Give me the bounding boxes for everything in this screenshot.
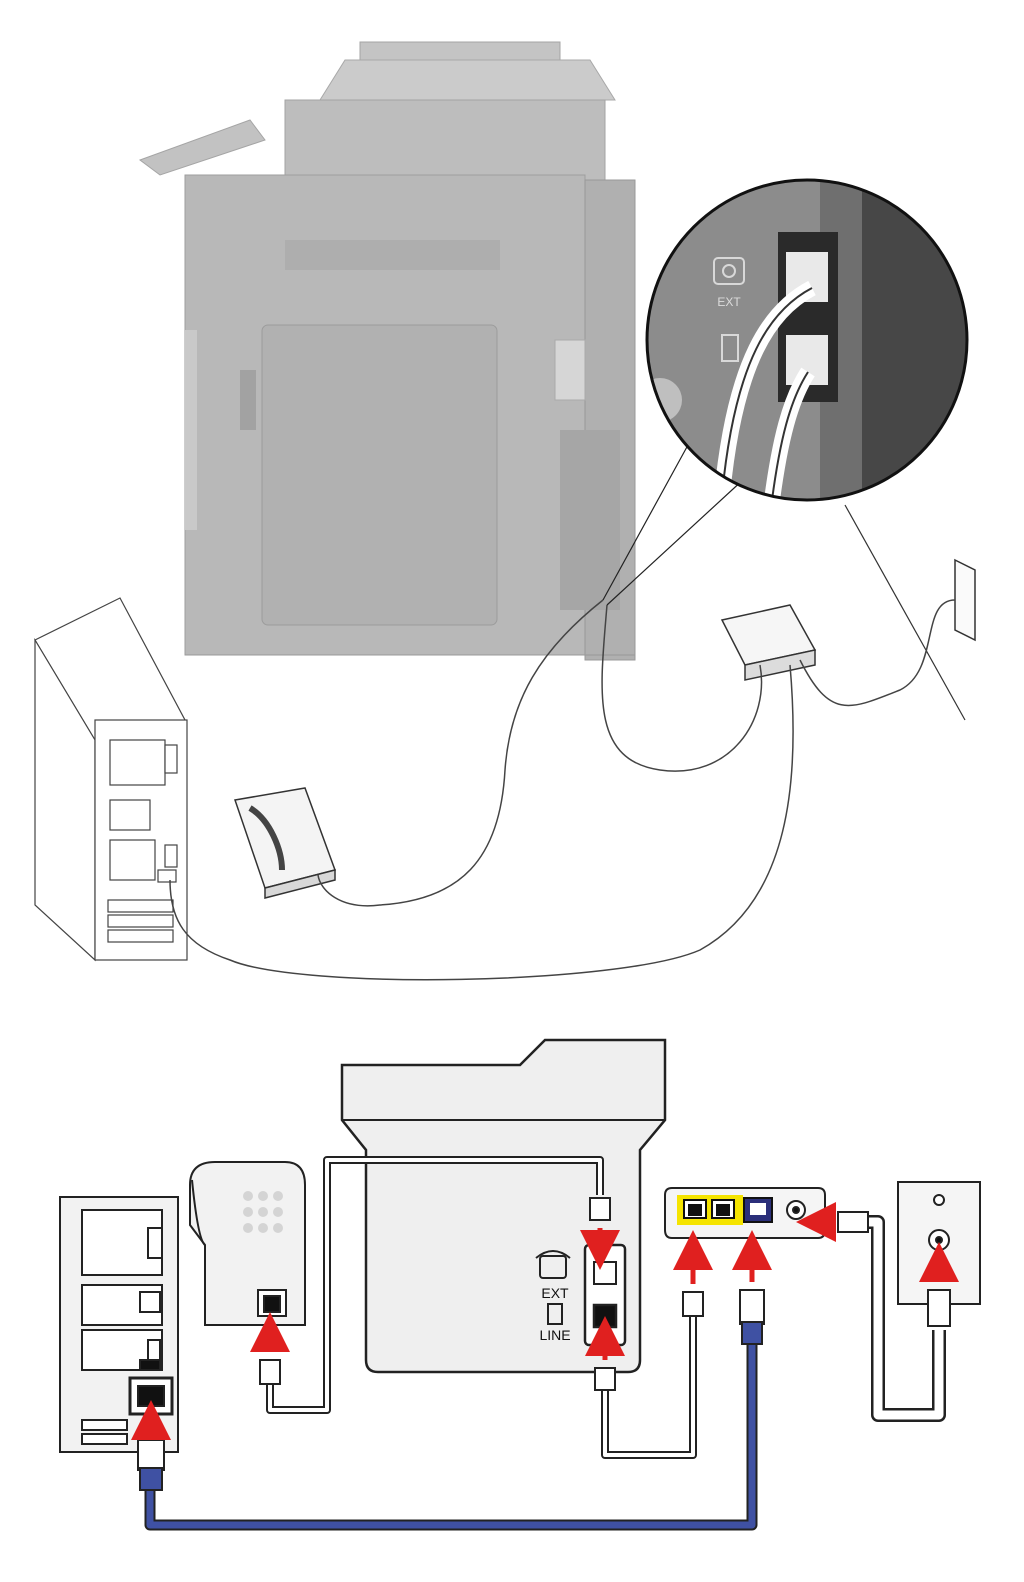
callout-line (606, 477, 746, 606)
top-illustration: EXT (34, 41, 976, 981)
arrow-icon (131, 1202, 959, 1440)
coax-connector-icon (837, 1211, 951, 1327)
cables (169, 599, 956, 981)
telephone-icon (535, 1250, 571, 1279)
phone-line-icon (721, 334, 739, 362)
inset-ext-label: EXT (717, 295, 741, 309)
port-inset: EXT (645, 178, 969, 502)
telephone-outline (189, 1161, 306, 1326)
line-splitter (720, 604, 817, 681)
keypad (243, 1191, 283, 1233)
bottom-ext-label: EXT (541, 1285, 569, 1301)
wall-edge (844, 504, 966, 721)
bottom-line-label: LINE (539, 1327, 570, 1343)
printer-mfp (138, 41, 636, 661)
bottom-diagram: EXT LINE (59, 1038, 981, 1531)
modem (664, 1187, 826, 1239)
connectors (137, 1197, 951, 1491)
printer-outline (340, 1038, 667, 1374)
wall-plate (897, 1181, 981, 1305)
ethernet-cable (144, 1340, 758, 1531)
telephone (234, 787, 336, 899)
coax-cable (862, 1215, 946, 1422)
computer-outline (59, 1196, 179, 1453)
computer-tower (34, 597, 188, 962)
phone-line-icon (547, 1303, 563, 1325)
callout-line (602, 444, 689, 601)
telephone-icon (713, 257, 745, 285)
wall-jack (954, 558, 976, 642)
